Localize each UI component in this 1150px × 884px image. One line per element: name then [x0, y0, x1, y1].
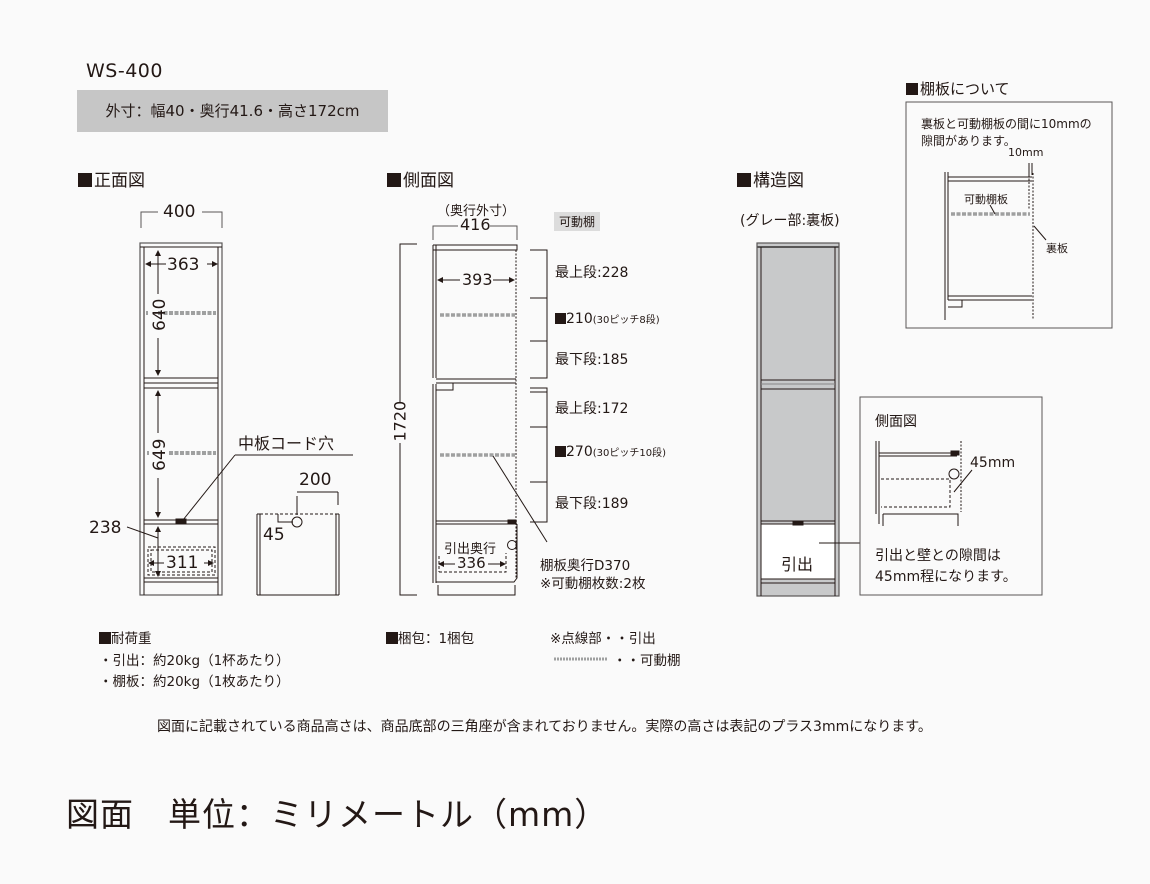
lower-pitch-note: (30ピッチ10段)	[592, 448, 666, 459]
square-bullet-icon	[78, 173, 92, 187]
front-inner-width: 363	[167, 255, 200, 275]
drawer-gap-note-2: 45mm程になります。	[875, 569, 1017, 585]
front-drawer-height: 238	[89, 518, 122, 538]
height-footnote: 図面に記載されている商品高さは、商品底部の三角座が含まれておりません。実際の高さ…	[157, 719, 932, 735]
upper-top-shelf: 最上段:228	[555, 265, 629, 281]
load-title: 耐荷重	[99, 627, 152, 647]
upper-pitch-value: 210	[566, 311, 593, 327]
legend-dashed: ・・可動棚	[613, 653, 681, 669]
structure-view-drawing	[756, 242, 860, 597]
model-name: WS-400	[86, 60, 163, 82]
front-upper-height: 640	[150, 298, 170, 331]
side-height-total: 1720	[390, 400, 410, 442]
side-view-title-text: 側面図	[403, 171, 454, 191]
drawer-label: 引出	[781, 555, 814, 574]
drawer-depth-label: 引出奥行	[444, 542, 497, 557]
structure-view-title: 構造図	[737, 166, 804, 191]
upper-pitch-note: (30ピッチ8段)	[592, 315, 660, 326]
shelf-info-title-text: 棚板について	[920, 80, 1010, 98]
back-panel-label: 裏板	[1046, 242, 1068, 255]
square-bullet-icon	[737, 173, 751, 187]
packing-info-text: 梱包：1梱包	[398, 631, 475, 647]
front-view-title-text: 正面図	[94, 171, 145, 191]
outer-dimensions-box: 外寸：幅40・奥行41.6・高さ172cm	[77, 90, 388, 132]
drawer-depth-value: 336	[457, 554, 486, 572]
shelf-gap-value: 10mm	[1008, 146, 1044, 159]
square-bullet-icon	[386, 632, 398, 644]
side-inner-depth: 393	[462, 270, 493, 289]
drawer-gap-note-1: 引出と壁との隙間は	[875, 548, 1001, 564]
square-bullet-icon	[555, 313, 566, 324]
load-shelf: ・棚板：約20kg（1枚あたり）	[99, 674, 290, 690]
drawer-wall-gap: 45mm	[970, 455, 1016, 471]
front-width-total: 400	[163, 202, 196, 222]
packing-info: 梱包：1梱包	[386, 627, 474, 647]
shelf-info-title: 棚板について	[906, 78, 1010, 99]
legend-dotted: ※点線部・・引出	[550, 631, 656, 647]
movable-shelf-count-note: ※可動棚枚数:2枚	[540, 576, 646, 592]
side-view-title: 側面図	[387, 166, 454, 191]
callout-side-view-title: 側面図	[875, 414, 917, 430]
lower-top-shelf: 最上段:172	[555, 401, 629, 417]
side-depth-total: 416	[460, 215, 491, 234]
shelf-info-note-1: 裏板と可動棚板の間に10mmの	[921, 117, 1092, 131]
shelf-info-note-2: 隙間があります。	[921, 134, 1016, 148]
movable-shelf-tag: 可動棚	[554, 212, 601, 231]
cord-hole-label: 中板コード穴	[238, 434, 335, 453]
square-bullet-icon	[555, 446, 566, 457]
unit-title: 図面 単位：ミリメートル（mm）	[66, 795, 609, 834]
front-drawer-width: 311	[166, 553, 199, 573]
movable-shelf-board-label: 可動棚板	[964, 193, 1008, 206]
cord-hole-offset-y: 45	[263, 525, 285, 545]
structure-subtitle: (グレー部:裏板)	[740, 213, 840, 229]
lower-pitch: 270(30ピッチ10段)	[555, 444, 666, 460]
lower-bottom-shelf: 最下段:189	[555, 496, 629, 512]
upper-pitch: 210(30ピッチ8段)	[555, 311, 660, 327]
front-middle-height: 649	[150, 438, 170, 471]
side-depth-label: （奥行外寸）	[437, 204, 516, 219]
shelf-depth-note: 棚板奥行D370	[540, 558, 631, 574]
load-title-text: 耐荷重	[111, 631, 152, 647]
upper-bottom-shelf: 最下段:185	[555, 352, 629, 368]
square-bullet-icon	[906, 83, 918, 95]
front-view-title: 正面図	[78, 166, 145, 191]
front-view-drawing	[126, 211, 353, 596]
cord-hole-offset-x: 200	[299, 470, 332, 490]
structure-view-title-text: 構造図	[753, 171, 804, 191]
square-bullet-icon	[99, 632, 111, 644]
lower-pitch-value: 270	[566, 444, 593, 460]
load-drawer: ・引出：約20kg（1杯あたり）	[99, 653, 290, 669]
square-bullet-icon	[387, 173, 401, 187]
